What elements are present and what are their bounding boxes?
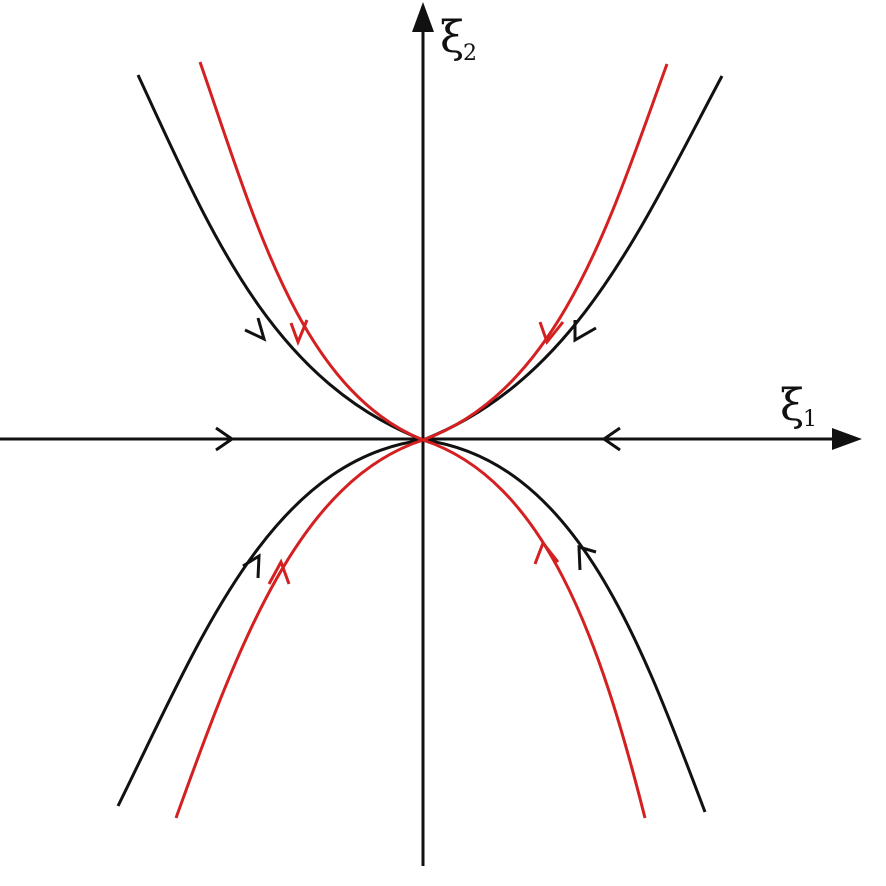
red-trajectory-upper-right	[422, 63, 669, 442]
x-axis-label-subscript: 1	[803, 407, 817, 432]
red-trajectory-lower-right	[422, 438, 647, 819]
black-arrow-upper-right	[573, 320, 597, 343]
red-arrow-upper-right	[538, 321, 565, 346]
y-axis-label: ξ 2	[440, 12, 477, 66]
black-trajectory-upper-right	[422, 75, 724, 442]
red-arrow-lower-right	[533, 539, 560, 565]
black-trajectory-upper-left	[136, 74, 424, 442]
y-axis-arrowhead	[412, 2, 434, 32]
x-axis-label: ξ 1	[780, 380, 817, 432]
x-axis-flow-arrow-left	[215, 426, 235, 452]
black-arrow-lower-left	[242, 553, 261, 579]
y-axis-label-symbol: ξ	[440, 12, 464, 63]
y-axis-label-subscript: 2	[463, 41, 477, 66]
x-axis-flow-arrow-right	[601, 426, 621, 452]
black-trajectory-lower-left	[116, 438, 424, 807]
red-arrow-lower-left	[267, 558, 291, 585]
black-arrow-lower-right	[577, 544, 597, 571]
red-trajectory-lower-left	[174, 438, 424, 819]
x-axis-arrowhead	[832, 428, 862, 450]
x-axis-label-symbol: ξ	[780, 380, 804, 431]
black-trajectory-lower-right	[422, 438, 707, 813]
black-arrow-upper-left	[244, 317, 267, 342]
red-arrow-upper-left	[289, 319, 309, 347]
red-trajectory-upper-left	[198, 61, 424, 442]
